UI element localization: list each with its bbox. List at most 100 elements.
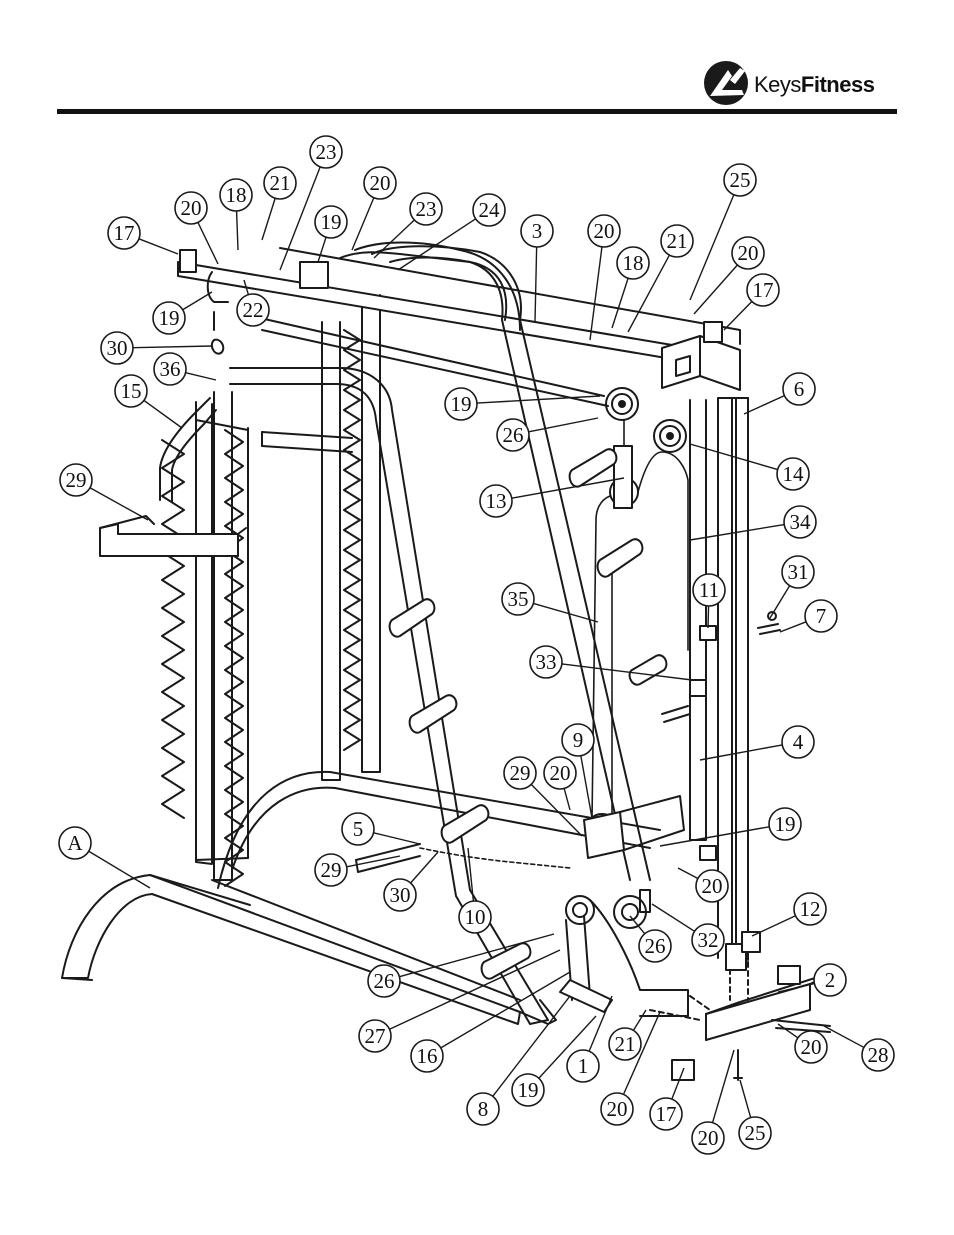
callout-label: 11 [699, 578, 719, 602]
callout-label: A [67, 831, 83, 855]
leader-line [374, 220, 414, 258]
leader-line [198, 222, 218, 264]
leader-line [512, 478, 624, 498]
leader-line [352, 198, 374, 250]
leader-line [133, 346, 212, 348]
callout-label: 18 [623, 251, 644, 275]
callout-label: 18 [226, 183, 247, 207]
callout-label: 28 [868, 1043, 889, 1067]
leader-line [700, 745, 782, 760]
leader-line [89, 851, 150, 888]
leader-line [678, 868, 698, 879]
callout-label: 21 [270, 171, 291, 195]
callout-5: 5 [342, 813, 420, 845]
callout-18: 18 [220, 179, 252, 250]
callout-label: 3 [532, 219, 543, 243]
leader-line [740, 1080, 751, 1118]
leader-line [262, 198, 275, 240]
callout-label: 21 [667, 229, 688, 253]
callout-label: 19 [159, 306, 180, 330]
callout-21: 21 [262, 167, 296, 240]
leader-line [237, 211, 238, 250]
leader-line [347, 856, 400, 867]
leader-line [144, 400, 182, 428]
leader-line [690, 525, 784, 540]
callout-label: 21 [615, 1032, 636, 1056]
callout-label: 19 [518, 1078, 539, 1102]
callout-12: 12 [752, 893, 826, 936]
callout-label: 19 [451, 392, 472, 416]
callout-18: 18 [612, 247, 649, 328]
callout-label: 26 [374, 969, 395, 993]
leader-line [770, 586, 790, 618]
callout-label: 16 [417, 1044, 438, 1068]
callout-19: 19 [315, 206, 347, 262]
callout-14: 14 [690, 444, 809, 490]
callout-label: 31 [788, 560, 809, 584]
callout-label: 20 [181, 196, 202, 220]
leader-line [562, 664, 692, 680]
leader-line [752, 916, 795, 936]
callout-label: 32 [698, 928, 719, 952]
callout-label: 33 [536, 650, 557, 674]
callout-30: 30 [384, 852, 438, 911]
leader-line [183, 292, 212, 310]
callout-label: 25 [745, 1121, 766, 1145]
leader-line [652, 904, 695, 931]
callout-36: 36 [154, 353, 216, 385]
callout-34: 34 [690, 506, 816, 540]
callout-label: 10 [465, 905, 486, 929]
callout-29: 29 [60, 464, 148, 520]
callout-25: 25 [739, 1080, 771, 1149]
callout-label: 17 [114, 221, 135, 245]
callout-label: 2 [825, 968, 836, 992]
callout-21: 21 [609, 1010, 646, 1060]
callout-label: 35 [508, 587, 529, 611]
leader-line [612, 278, 628, 328]
callout-label: 26 [645, 934, 666, 958]
leader-line [90, 488, 148, 520]
callout-label: 36 [160, 357, 181, 381]
callout-label: 15 [121, 379, 142, 403]
callout-19: 19 [445, 388, 600, 420]
callout-3: 3 [521, 215, 553, 322]
callout-label: 20 [738, 241, 759, 265]
callout-label: 29 [321, 858, 342, 882]
callout-6: 6 [744, 373, 815, 414]
callout-label: 1 [578, 1054, 589, 1078]
callout-label: 19 [775, 812, 796, 836]
callout-label: 17 [753, 278, 774, 302]
callout-label: 4 [793, 730, 804, 754]
leader-line [630, 916, 645, 934]
callout-35: 35 [502, 583, 598, 622]
callout-26: 26 [630, 916, 671, 962]
leader-line [590, 247, 602, 340]
leader-line [744, 396, 784, 414]
leader-line [633, 1010, 646, 1030]
leader-line [318, 237, 326, 262]
callout-label: 23 [316, 140, 337, 164]
leader-line [398, 219, 476, 270]
callout-label: 20 [550, 761, 571, 785]
callout-20: 20 [588, 215, 620, 340]
leader-line [529, 418, 598, 432]
leader-line [724, 301, 752, 330]
callout-label: 34 [790, 510, 812, 534]
callout-label: 30 [107, 336, 128, 360]
callout-13: 13 [480, 478, 624, 517]
leader-line [690, 444, 778, 470]
callout-20: 20 [678, 868, 728, 902]
leader-line [139, 239, 178, 254]
leader-line [780, 622, 806, 632]
callout-25: 25 [690, 164, 756, 300]
leader-line [708, 606, 709, 628]
callout-label: 29 [510, 761, 531, 785]
callout-label: 20 [698, 1126, 719, 1150]
leader-line [581, 756, 592, 818]
callout-label: 20 [607, 1097, 628, 1121]
leader-line [778, 1024, 798, 1038]
callout-label: 27 [365, 1024, 386, 1048]
leader-line [186, 373, 216, 380]
callout-20: 20 [692, 1050, 734, 1154]
